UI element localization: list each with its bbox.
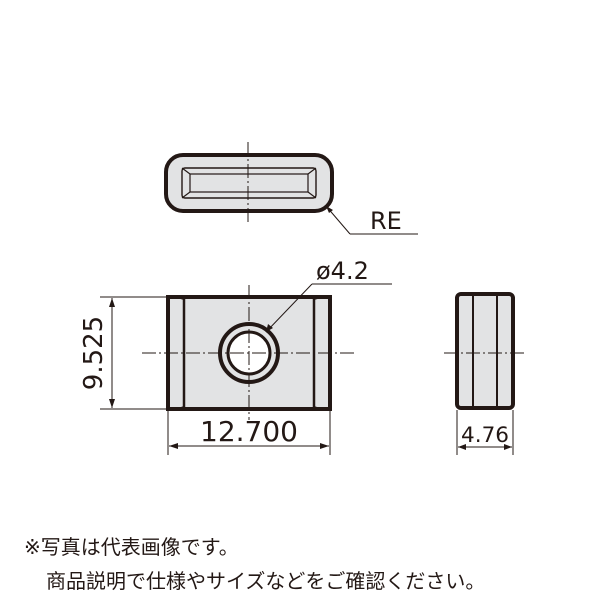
disclaimer-line-2: 商品説明で仕様やサイズなどをご確認ください。 [46,569,486,593]
top-view-outer [164,153,334,213]
front-view: ø4.2 9.525 12.700 [79,257,392,455]
top-view-face [189,173,309,193]
width-label: 12.700 [200,415,298,448]
hole-leader [265,283,313,333]
top-view-inner [181,167,317,199]
top-view: RE [164,142,418,235]
corner-radius-label: RE [370,207,402,235]
disclaimer-note: ※写真は代表画像です。 商品説明で仕様やサイズなどをご確認ください。 [24,530,594,598]
side-view: 4.76 [444,292,526,455]
disclaimer-line-1: ※写真は代表画像です。 [24,535,239,559]
thickness-label: 4.76 [461,423,509,447]
height-label: 9.525 [79,316,109,390]
hole-diameter-label: ø4.2 [316,257,369,285]
side-view-body [455,292,515,410]
